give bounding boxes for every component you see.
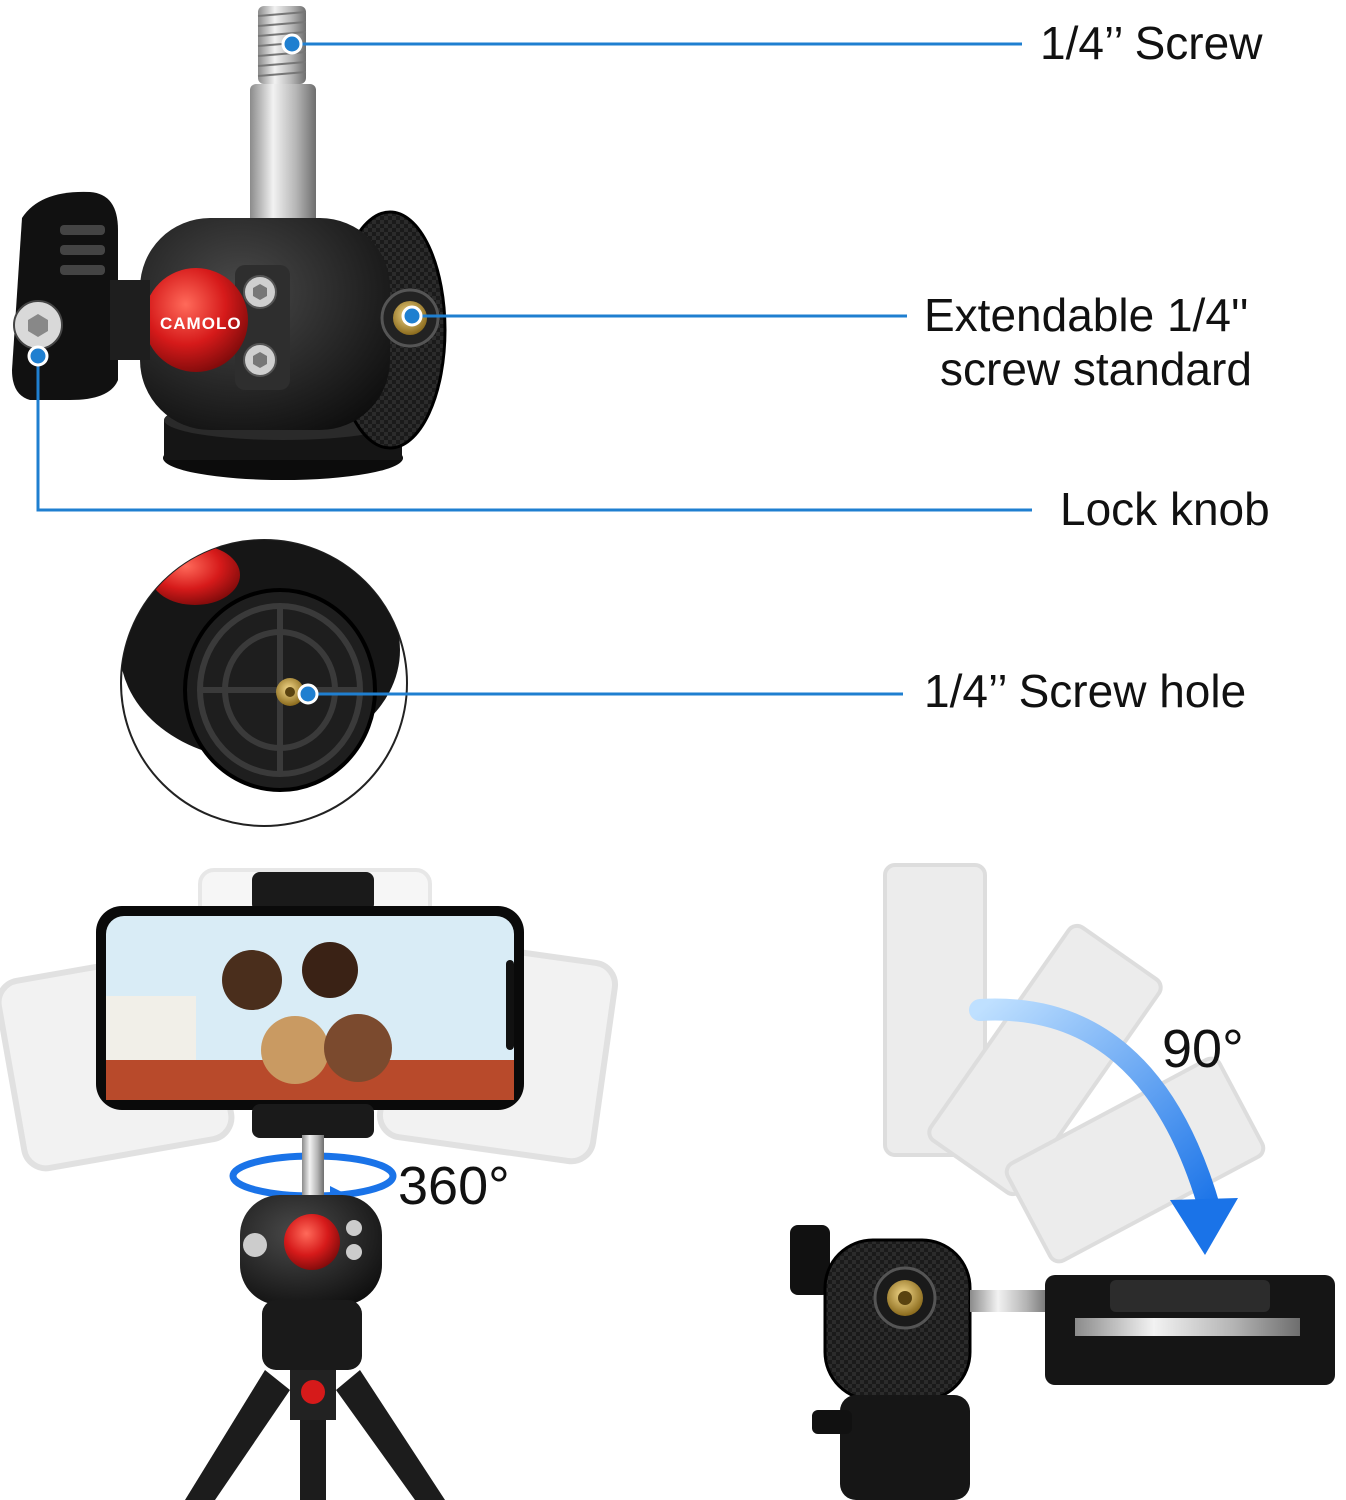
screw-label: 1/4’’ Screw	[1040, 17, 1263, 69]
screw-hole-zoom	[120, 539, 408, 827]
extendable-label-line1: Extendable 1/4''	[924, 289, 1249, 341]
screw-hole-label: 1/4’’ Screw hole	[924, 665, 1247, 717]
callout-dots	[27, 33, 423, 705]
extendable-label-line2: screw standard	[940, 343, 1252, 395]
callout-lines	[36, 42, 1032, 696]
brand-logo: CAMOLO	[160, 314, 242, 333]
phone-rotation-illustration	[0, 868, 619, 1500]
rotation-360-label: 360°	[398, 1156, 510, 1216]
ball-head-main	[12, 6, 447, 480]
tilt-90-label: 90°	[1162, 1019, 1244, 1079]
tilt-illustration	[790, 863, 1335, 1500]
lock-knob-label: Lock knob	[1060, 483, 1270, 535]
